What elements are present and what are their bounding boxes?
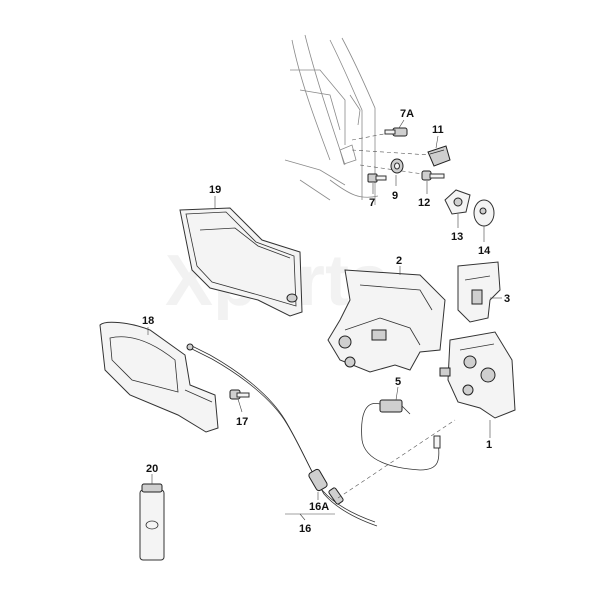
callout-3: 3	[504, 293, 510, 305]
callout-7: 7	[369, 197, 375, 209]
callout-11: 11	[432, 124, 444, 136]
car-door-frame	[284, 34, 379, 205]
callout-16a: 16A	[309, 501, 329, 513]
leader-lines	[147, 119, 502, 521]
callout-14: 14	[478, 245, 491, 257]
part-17-screw	[229, 389, 250, 400]
callout-20: 20	[146, 463, 158, 475]
part-19-handle-frame	[179, 207, 303, 317]
alignment-line	[337, 419, 456, 499]
part-16-cable	[186, 343, 378, 527]
callout-19: 19	[209, 184, 221, 196]
callout-17: 17	[236, 416, 248, 428]
part-9-washer	[390, 158, 404, 174]
callout-18: 18	[142, 315, 154, 327]
callout-5: 5	[395, 376, 401, 388]
callout-13: 13	[451, 231, 463, 243]
callout-1: 1	[486, 439, 492, 451]
part-14-cover	[473, 199, 495, 227]
part-11-cap	[427, 145, 451, 167]
part-2-lock-carrier	[327, 269, 446, 373]
callout-9: 9	[392, 190, 398, 202]
alignment-line	[351, 149, 431, 156]
part-7-bolt	[367, 173, 387, 183]
part-18-inner-handle	[99, 321, 219, 433]
callout-16: 16	[299, 523, 311, 535]
part-1-lock-mechanism	[439, 331, 516, 419]
part-12-bolt	[421, 170, 445, 181]
part-13-striker-plate	[444, 189, 471, 215]
part-20-spray-can	[139, 483, 165, 561]
callout-7a: 7A	[400, 108, 414, 120]
part-5-wire-sensor	[361, 399, 441, 471]
callout-12: 12	[418, 197, 430, 209]
part-3-bracket	[457, 261, 501, 323]
part-7a-bolt	[384, 127, 408, 137]
callout-2: 2	[396, 255, 402, 267]
